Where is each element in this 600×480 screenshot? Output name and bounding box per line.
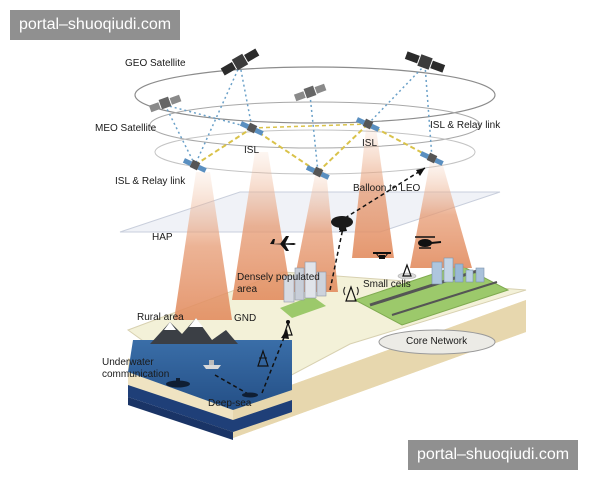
antenna-icon bbox=[397, 263, 417, 280]
satellite-icon bbox=[305, 165, 330, 180]
geo-satellite-label: GEO Satellite bbox=[125, 58, 186, 69]
satellite-icon bbox=[182, 158, 207, 173]
satellite-icon bbox=[404, 51, 446, 73]
sea-surface bbox=[128, 340, 292, 410]
rural-area-label: Rural area bbox=[137, 312, 184, 323]
watermark-bottom: portal–shuoqiudi.com bbox=[408, 440, 579, 470]
balloon-label: Balloon to LEO bbox=[353, 183, 421, 194]
watermark-top: portal–shuoqiudi.com bbox=[10, 10, 181, 40]
beam-smallcell bbox=[352, 128, 394, 258]
submarine-icon bbox=[166, 378, 190, 388]
isl-link bbox=[251, 127, 319, 173]
building-icon bbox=[283, 261, 327, 303]
satellite-icon bbox=[355, 117, 380, 132]
isl-link bbox=[367, 123, 433, 159]
core-network-ellipse bbox=[378, 329, 496, 355]
satellite-icon bbox=[293, 83, 327, 102]
relay-link bbox=[367, 64, 426, 125]
satellite-icon bbox=[148, 94, 182, 113]
balloon-icon bbox=[331, 216, 353, 230]
meo-satellite-label: MEO Satellite bbox=[95, 123, 157, 134]
deep-sea-bottom bbox=[128, 397, 233, 440]
isl-relay-label-right: ISL & Relay link bbox=[430, 120, 501, 131]
submarine-icon bbox=[242, 392, 258, 398]
gnd-label: GND bbox=[234, 313, 257, 324]
small-cells-label: Small cells bbox=[363, 279, 411, 290]
mountain-icon bbox=[150, 318, 238, 344]
relay-link bbox=[424, 64, 433, 159]
helicopter-icon bbox=[415, 236, 442, 249]
ship-icon bbox=[203, 360, 221, 369]
isl-relay-label-left: ISL & Relay link bbox=[115, 176, 186, 187]
underwater-label: Underwater communication bbox=[102, 357, 170, 380]
relay-link bbox=[164, 104, 253, 129]
satellite-icon bbox=[419, 151, 444, 166]
satellite-icon bbox=[239, 121, 264, 136]
relay-link bbox=[309, 94, 319, 173]
balloon-link bbox=[344, 167, 426, 219]
antenna-icon bbox=[283, 320, 293, 336]
isl-label-right: ISL bbox=[362, 138, 378, 149]
isl-link bbox=[194, 127, 253, 166]
arrow-head bbox=[281, 329, 289, 339]
antenna-icon bbox=[343, 285, 359, 302]
isl-link bbox=[251, 123, 369, 129]
beam-dense-2 bbox=[292, 170, 338, 292]
beam-dense-1 bbox=[232, 152, 292, 300]
deep-sea-label: Deep-sea bbox=[208, 398, 252, 409]
dense-area-plate bbox=[280, 296, 326, 318]
deep-sea-layer bbox=[128, 385, 292, 432]
satellite-icon bbox=[220, 48, 260, 76]
balloon-link bbox=[329, 227, 344, 291]
meo-orbit bbox=[149, 101, 481, 149]
building-icon bbox=[431, 257, 485, 285]
road bbox=[391, 281, 498, 316]
core-network-label: Core Network bbox=[406, 336, 468, 347]
geo-orbit bbox=[134, 66, 496, 124]
underwater-link bbox=[261, 334, 286, 394]
dense-area-label: Densely populated area bbox=[237, 272, 320, 295]
relay-link bbox=[194, 64, 241, 166]
relay-link bbox=[164, 104, 196, 166]
airplane-icon bbox=[270, 236, 296, 251]
beam-rural bbox=[174, 172, 232, 320]
arrow-head bbox=[416, 168, 425, 176]
relay-link bbox=[239, 64, 253, 129]
isl-link bbox=[317, 123, 369, 173]
isl-label-left: ISL bbox=[244, 145, 260, 156]
hap-label: HAP bbox=[152, 232, 173, 243]
drone-icon bbox=[373, 252, 391, 259]
antenna-icon bbox=[257, 349, 269, 367]
